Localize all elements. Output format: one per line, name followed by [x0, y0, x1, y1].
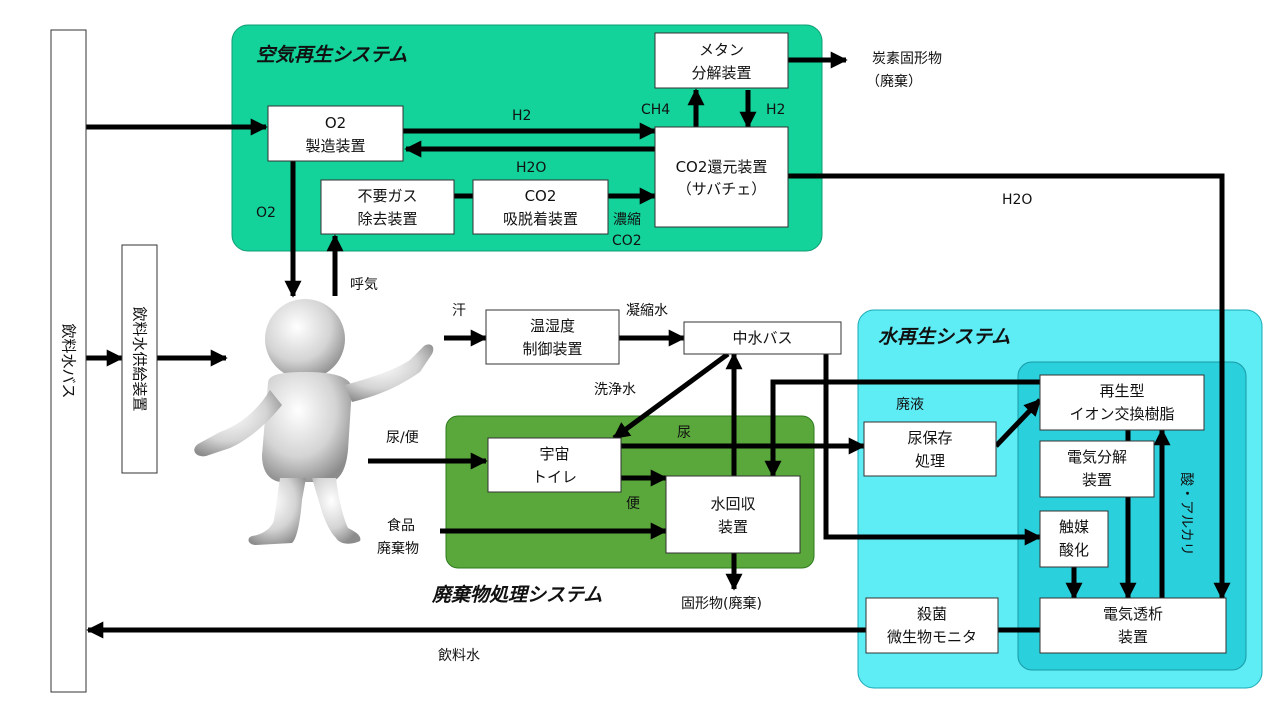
svg-text:酸化: 酸化 — [1059, 541, 1089, 559]
node-catalyst: 触媒 酸化 — [1039, 510, 1109, 568]
node-methane: メタン 分解装置 — [654, 32, 789, 89]
label-urine-feces: 尿/便 — [386, 430, 419, 446]
svg-text:装置: 装置 — [718, 518, 748, 536]
svg-text:飲料水供給装置: 飲料水供給装置 — [131, 306, 149, 411]
edge-urine-ionex — [994, 398, 1042, 448]
node-toilet: 宇宙 トイレ — [487, 437, 622, 493]
node-co2red: CO2還元装置 （サバチェ） — [654, 126, 789, 228]
node-co2ads: CO2 吸脱着装置 — [472, 179, 609, 235]
svg-text:装置: 装置 — [1082, 471, 1112, 489]
label-h2o-right: H2O — [1002, 192, 1032, 208]
label-breath: 呼気 — [350, 277, 378, 293]
svg-text:イオン交換樹脂: イオン交換樹脂 — [1069, 405, 1174, 423]
label-conc: 濃縮 — [613, 212, 641, 228]
label-condensate: 凝縮水 — [626, 303, 668, 319]
label-h2o-mid: H2O — [516, 160, 546, 176]
label-sweat: 汗 — [452, 303, 466, 319]
svg-text:電気透析: 電気透析 — [1103, 605, 1163, 623]
label-washwater: 洗浄水 — [594, 382, 636, 398]
label-h2-right: H2 — [766, 102, 785, 118]
svg-text:宇宙: 宇宙 — [539, 445, 569, 463]
region-waste-title: 廃棄物処理システム — [431, 584, 602, 606]
label-carbon-solid: 炭素固形物 — [872, 51, 942, 67]
edge-co2red-dialysis-h2o — [788, 173, 1231, 600]
svg-text:吸脱着装置: 吸脱着装置 — [503, 210, 578, 228]
svg-text:尿保存: 尿保存 — [907, 429, 952, 447]
svg-text:（サバチェ）: （サバチェ） — [677, 180, 766, 198]
svg-text:再生型: 再生型 — [1099, 382, 1144, 400]
label-conc-co2: CO2 — [612, 233, 642, 249]
label-food: 食品 — [387, 517, 415, 534]
svg-text:処理: 処理 — [915, 452, 945, 470]
label-carbon-discard: （廃棄） — [866, 73, 922, 90]
svg-text:飲料水バス: 飲料水バス — [60, 323, 78, 398]
region-water-title: 水再生システム — [878, 326, 1010, 348]
label-food-waste: 廃棄物 — [377, 540, 419, 557]
node-sterile: 殺菌 微生物モニタ — [865, 597, 999, 654]
person-figure-icon — [194, 299, 434, 545]
svg-text:温湿度: 温湿度 — [530, 317, 575, 335]
node-o2gen: O2 製造装置 — [267, 105, 404, 162]
svg-text:CO2還元装置: CO2還元装置 — [676, 158, 768, 176]
label-ch4: CH4 — [641, 102, 670, 118]
label-h2-top: H2 — [512, 108, 531, 124]
svg-text:O2: O2 — [325, 114, 346, 132]
svg-text:分解装置: 分解装置 — [691, 64, 751, 82]
node-drink-supply: 飲料水供給装置 — [121, 244, 158, 474]
node-graywater: 中水バス — [683, 321, 842, 355]
label-acid-alkali: 酸・アルカリ — [1178, 472, 1194, 555]
svg-text:水回収: 水回収 — [710, 495, 755, 513]
svg-text:製造装置: 製造装置 — [305, 137, 365, 155]
node-waterrec: 水回収 装置 — [665, 475, 801, 554]
svg-text:電気分解: 電気分解 — [1067, 448, 1127, 466]
node-electrolysis: 電気分解 装置 — [1039, 440, 1155, 498]
label-o2: O2 — [256, 205, 276, 221]
label-feces: 便 — [626, 496, 640, 512]
svg-text:メタン: メタン — [699, 41, 744, 59]
svg-text:殺菌: 殺菌 — [917, 605, 947, 623]
svg-text:触媒: 触媒 — [1059, 518, 1089, 536]
node-drink-bus: 飲料水バス — [50, 29, 87, 693]
node-urine: 尿保存 処理 — [863, 421, 997, 477]
edge-graywater-toilet — [612, 351, 730, 441]
edge-graywater-catalyst — [823, 354, 1042, 546]
svg-text:制御装置: 制御装置 — [522, 340, 582, 358]
svg-text:中水バス: 中水バス — [732, 329, 792, 347]
node-ionex: 再生型 イオン交換樹脂 — [1039, 374, 1205, 431]
label-drinkwater: 飲料水 — [438, 648, 480, 664]
region-air-title: 空気再生システム — [256, 44, 407, 66]
label-urine: 尿 — [677, 425, 691, 441]
svg-text:装置: 装置 — [1118, 628, 1148, 646]
svg-text:不要ガス: 不要ガス — [357, 187, 417, 205]
node-humid: 温湿度 制御装置 — [485, 309, 620, 365]
label-solid-discard: 固形物(廃棄) — [681, 595, 762, 612]
node-dialysis: 電気透析 装置 — [1039, 597, 1227, 654]
svg-text:トイレ: トイレ — [532, 468, 577, 486]
node-gasremove: 不要ガス 除去装置 — [320, 179, 455, 235]
label-wasteliquid: 廃液 — [896, 396, 924, 413]
svg-text:微生物モニタ: 微生物モニタ — [887, 628, 977, 646]
svg-text:CO2: CO2 — [525, 187, 557, 205]
svg-text:除去装置: 除去装置 — [357, 210, 417, 228]
